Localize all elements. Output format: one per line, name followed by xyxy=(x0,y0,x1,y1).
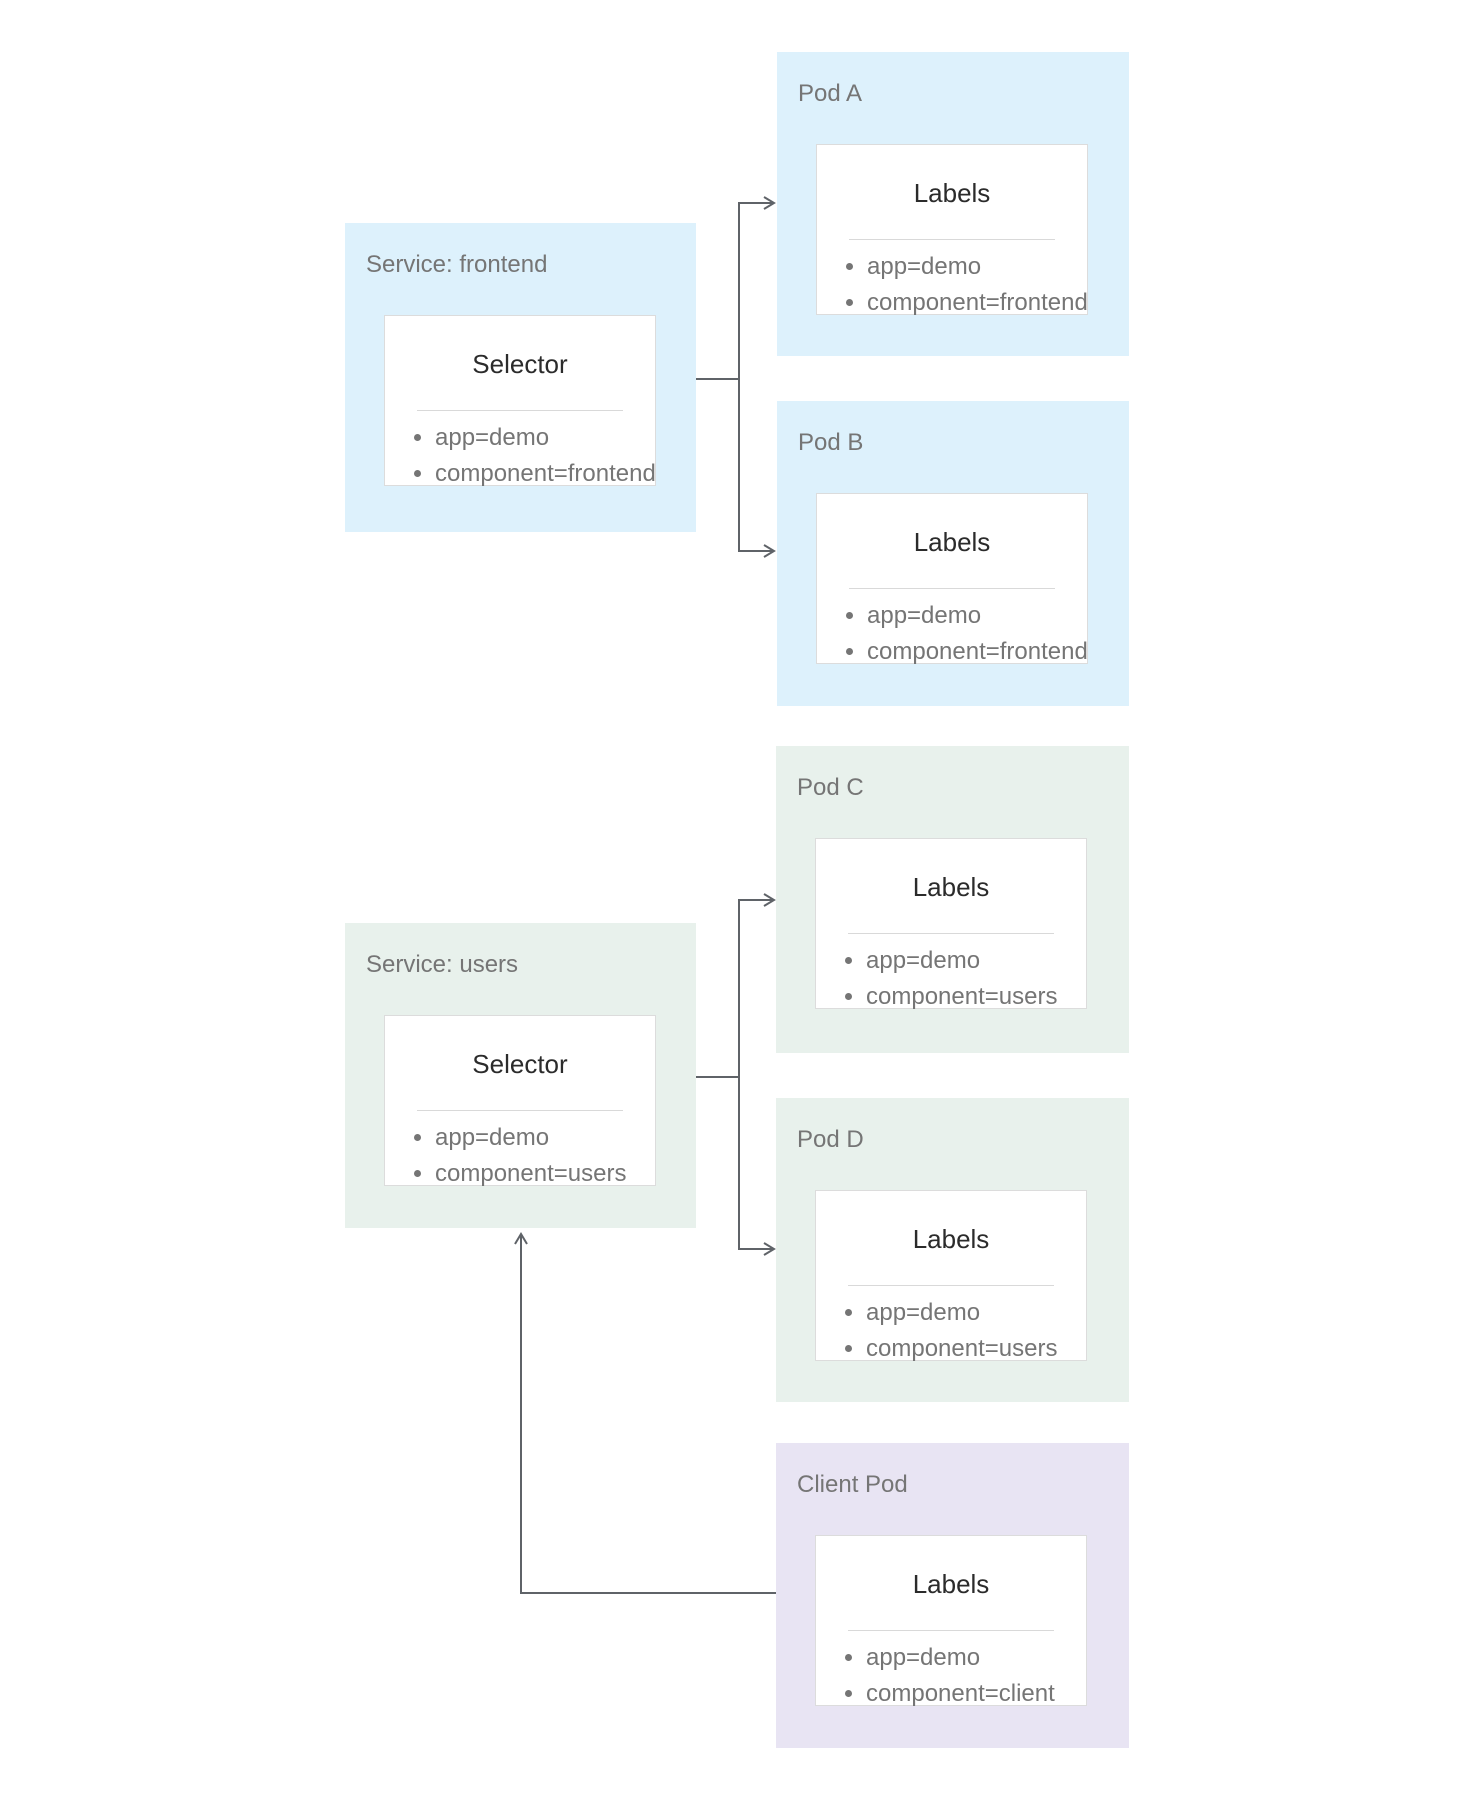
selector-label-list: app=demo component=users xyxy=(385,1120,655,1192)
labels-card-title: Labels xyxy=(912,1224,990,1254)
selector-card-title: Selector xyxy=(472,1049,568,1079)
selector-label-item: component=users xyxy=(435,1156,655,1192)
client-pod-label: Client Pod xyxy=(797,1471,908,1498)
pod-a-box: Pod A Labels app=demo component=frontend xyxy=(777,52,1129,356)
pod-label-item: component=users xyxy=(866,1331,1086,1367)
connector-frontend-to-pod-a xyxy=(696,196,776,380)
connector-client-to-users-service xyxy=(514,1232,776,1594)
pod-label-list: app=demo component=frontend xyxy=(817,598,1088,670)
labels-card-title: Labels xyxy=(913,178,991,208)
selector-label-item: component=frontend xyxy=(435,456,656,492)
client-pod-labels-card: Labels app=demo component=client xyxy=(815,1535,1087,1707)
client-pod-box: Client Pod Labels app=demo component=cli… xyxy=(776,1443,1129,1748)
service-users-label: Service: users xyxy=(366,951,519,978)
selector-label-item: app=demo xyxy=(435,1120,655,1156)
pod-c-label: Pod C xyxy=(797,774,864,801)
pod-label-list: app=demo component=users xyxy=(816,1295,1086,1367)
card-divider xyxy=(417,1110,623,1111)
card-divider xyxy=(849,588,1055,589)
pod-b-box: Pod B Labels app=demo component=frontend xyxy=(777,401,1129,706)
pod-a-labels-card: Labels app=demo component=frontend xyxy=(816,144,1088,316)
connector-users-to-pod-d xyxy=(738,1077,776,1256)
pod-b-label: Pod B xyxy=(798,429,864,456)
labels-card-title: Labels xyxy=(913,527,991,557)
pod-c-labels-card: Labels app=demo component=users xyxy=(815,838,1087,1010)
card-divider xyxy=(848,1285,1054,1286)
connector-frontend-to-pod-b xyxy=(738,379,776,558)
pod-label-item: app=demo xyxy=(867,249,1087,285)
selector-card-title: Selector xyxy=(472,349,568,379)
card-divider xyxy=(417,410,623,411)
labels-card-title: Labels xyxy=(912,1569,990,1599)
pod-label-item: app=demo xyxy=(867,598,1087,634)
pod-label-list: app=demo component=frontend xyxy=(817,249,1088,321)
pod-label-item: component=users xyxy=(866,979,1086,1015)
card-divider xyxy=(848,933,1054,934)
pod-label-item: app=demo xyxy=(866,1295,1086,1331)
service-users-box: Service: users Selector app=demo compone… xyxy=(345,923,696,1228)
labels-card-title: Labels xyxy=(912,872,990,902)
service-frontend-box: Service: frontend Selector app=demo comp… xyxy=(345,223,696,532)
pod-label-list: app=demo component=users xyxy=(816,943,1086,1015)
card-divider xyxy=(849,239,1055,240)
pod-d-box: Pod D Labels app=demo component=users xyxy=(776,1098,1129,1402)
pod-b-labels-card: Labels app=demo component=frontend xyxy=(816,493,1088,665)
service-frontend-label: Service: frontend xyxy=(366,251,548,278)
connector-users-to-pod-c xyxy=(696,893,776,1078)
selector-label-item: app=demo xyxy=(435,420,655,456)
pod-a-label: Pod A xyxy=(798,80,863,107)
pod-d-labels-card: Labels app=demo component=users xyxy=(815,1190,1087,1362)
service-users-selector-card: Selector app=demo component=users xyxy=(384,1015,656,1187)
pod-c-box: Pod C Labels app=demo component=users xyxy=(776,746,1129,1053)
pod-label-item: component=frontend xyxy=(867,634,1088,670)
pod-label-item: app=demo xyxy=(866,1640,1086,1676)
selector-label-list: app=demo component=frontend xyxy=(385,420,656,492)
pod-d-label: Pod D xyxy=(797,1126,864,1153)
pod-label-item: app=demo xyxy=(866,943,1086,979)
card-divider xyxy=(848,1630,1054,1631)
pod-label-item: component=client xyxy=(866,1676,1086,1712)
pod-label-list: app=demo component=client xyxy=(816,1640,1086,1712)
pod-label-item: component=frontend xyxy=(867,285,1088,321)
service-frontend-selector-card: Selector app=demo component=frontend xyxy=(384,315,656,487)
